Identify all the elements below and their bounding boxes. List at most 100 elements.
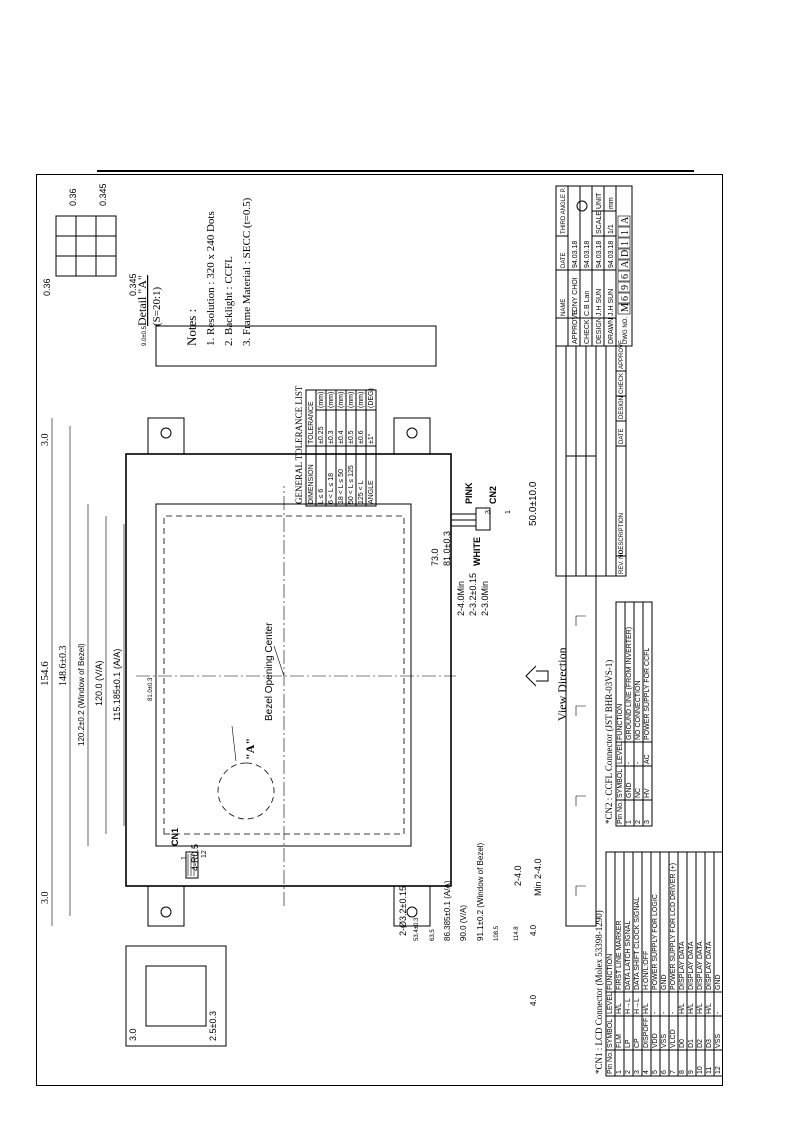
side-view-left: 3.0 2.5±0.3 xyxy=(125,945,227,1047)
cn1-cell: LP xyxy=(625,1039,632,1048)
cn1-cell: 5 xyxy=(652,1070,659,1074)
cn1-cell: D1 xyxy=(688,1039,695,1048)
title-block-cell: J.H SUN xyxy=(596,289,603,316)
dwg-no-char: M xyxy=(620,303,631,312)
dim-4-0-a: 4.0 xyxy=(529,924,538,936)
cn1-cell: VSS xyxy=(661,1034,668,1048)
module-outline xyxy=(125,453,452,887)
note-2: 2. Backlight : CCFL xyxy=(223,256,235,346)
cn1-cell: POWER SUPPLY FOR LCD DRIVER (+) xyxy=(670,863,677,990)
cn2-header: LEVEL xyxy=(617,742,624,764)
cable-length-label: 50.0±10.0 xyxy=(528,481,539,526)
tol-cell: ±0.25 xyxy=(318,426,325,444)
cn1-cell: - xyxy=(652,1011,659,1014)
cn2-header: FUNCTION xyxy=(617,704,624,740)
dim-4-0-b: 4.0 xyxy=(529,994,538,1006)
dim-91-1: 91.1±0.2 (Window of Bezel) xyxy=(476,842,485,941)
dwg-no-char: A xyxy=(620,260,631,268)
tol-cell: (DEG) xyxy=(368,388,375,408)
view-arrow-icon xyxy=(525,665,549,687)
dim-3-0-right: 3.0 xyxy=(40,434,51,447)
cn1-pin1-label: 1 xyxy=(181,856,188,860)
dwg-no-char: D xyxy=(620,250,631,257)
title-block-cell: NAME xyxy=(561,299,567,316)
tol-cell: ±1° xyxy=(367,433,375,444)
cn1-label: CN1 xyxy=(170,828,180,846)
cn1-cell: - xyxy=(670,1011,677,1014)
cn2-cell: 3 xyxy=(644,820,651,824)
vertical-dimension-stack: 114.8 108.5 91.1±0.2 (Window of Bezel) 9… xyxy=(398,842,543,1006)
tol-cell: ±0.6 xyxy=(358,430,365,444)
title-block-cell: DESIGN xyxy=(596,317,603,344)
bezel-center-label: Bezel Opening Center xyxy=(264,622,275,721)
dim-2-4: 2-4.0 xyxy=(513,865,523,886)
cn1-cell: CP xyxy=(634,1038,641,1048)
notes: Notes : 1. Resolution : 320 x 240 Dots 2… xyxy=(184,197,253,346)
cn1-cell: 9 xyxy=(688,1070,695,1074)
cn2-cell: NC xyxy=(635,788,642,798)
dim-3-0-left: 3.0 xyxy=(40,892,51,905)
cn1-cell: H→L xyxy=(625,998,632,1014)
cn2-header: SYMBOL xyxy=(617,769,624,798)
rev-cell: DATE xyxy=(619,428,625,444)
cn1-cell: D2 xyxy=(697,1039,704,1048)
dim-2-4-min-label: 2-4.0Min xyxy=(456,581,466,616)
cn1-cell: VDD xyxy=(652,1033,659,1048)
dwg-no-char: 1 xyxy=(620,241,631,246)
right-top-tab xyxy=(393,417,431,454)
dim-90-0: 90.0 (V/A) xyxy=(459,905,468,941)
title-block-cell: 94.03.18 xyxy=(572,241,579,268)
dim-holes: 2-Ø3.2±0.15 xyxy=(398,886,408,936)
cn1-cell: H/L xyxy=(643,1003,650,1014)
dwg-no-char: A xyxy=(620,216,631,224)
cn1-cell: DISPLAY DATA xyxy=(688,941,695,990)
cn2-cell: AC xyxy=(644,754,651,764)
title-block-cell: C.B Lan xyxy=(584,291,591,316)
cn1-cell: H→L xyxy=(634,998,641,1014)
cn1-cell: H:ON/L:OFF xyxy=(643,951,650,990)
cn1-cell: 7 xyxy=(670,1070,677,1074)
title-block-cell: APPROVE xyxy=(572,310,579,344)
mount-hole-4 xyxy=(406,427,418,439)
cn1-cell: FIRST LINE MARKER xyxy=(616,921,623,991)
cn1-cell: D3 xyxy=(706,1039,713,1048)
cn1-pin12-label: 12 xyxy=(201,850,208,858)
rev-cell: CHECK xyxy=(619,373,625,394)
cn2-cell: - xyxy=(626,761,633,764)
title-block-cell: UNIT xyxy=(596,192,603,209)
cn2-cell: GND xyxy=(626,782,633,798)
side-dim-3-0: 3.0 xyxy=(128,1028,138,1041)
cn1-cell: FLM xyxy=(616,1034,623,1048)
cn1-cell: 10 xyxy=(697,1066,704,1074)
ccfl-cable xyxy=(451,513,476,527)
dim-114-8: 114.8 xyxy=(514,926,520,941)
cn1-cell: - xyxy=(661,1011,668,1014)
side-dim-2-5: 2.5±0.3 xyxy=(208,1011,218,1041)
dim-86-385: 86.385±0.1 (A/A) xyxy=(443,880,452,941)
detail-dim-3: 0.345 xyxy=(128,273,138,296)
cn1-cell: 2 xyxy=(625,1070,632,1074)
tol-cell: ±0.3 xyxy=(328,430,335,444)
side-view-bottom xyxy=(565,455,597,927)
tol-cell: ±0.5 xyxy=(348,430,355,444)
tol-cell: (mm) xyxy=(358,392,365,408)
cn1-cell: 3 xyxy=(634,1070,641,1074)
cn2-cell: HV xyxy=(644,788,651,798)
cn1-header: Pin No. xyxy=(607,1051,614,1074)
dim-108-5: 108.5 xyxy=(494,925,500,941)
front-view: "A" Bezel Opening Center 4-R0.5 CN1 1 12… xyxy=(125,417,539,927)
cn2-connector xyxy=(475,507,491,531)
title-block-cell: mm xyxy=(608,197,615,209)
left-top-tab xyxy=(393,886,431,927)
cn2-pin-table: *CN2 : CCFL Connector (JST BHR-03VS-1)Pi… xyxy=(604,601,653,827)
view-direction-indicator: View Direction xyxy=(525,647,569,721)
title-block-cell: DRAWN xyxy=(608,318,615,344)
dim-154-6: 154.6 xyxy=(39,661,51,686)
dim-53-4: 53.4±0.3 xyxy=(414,917,420,941)
dim-63-5: 63.5 xyxy=(430,929,436,941)
dim-2-3-min-label: 2-3.0Min xyxy=(480,581,490,616)
pink-wire-label: PINK xyxy=(464,482,474,504)
dwg-no-char: 1 xyxy=(620,230,631,235)
drawing-frame xyxy=(36,174,723,1086)
rev-cell: DESCRIPTION xyxy=(619,513,625,554)
